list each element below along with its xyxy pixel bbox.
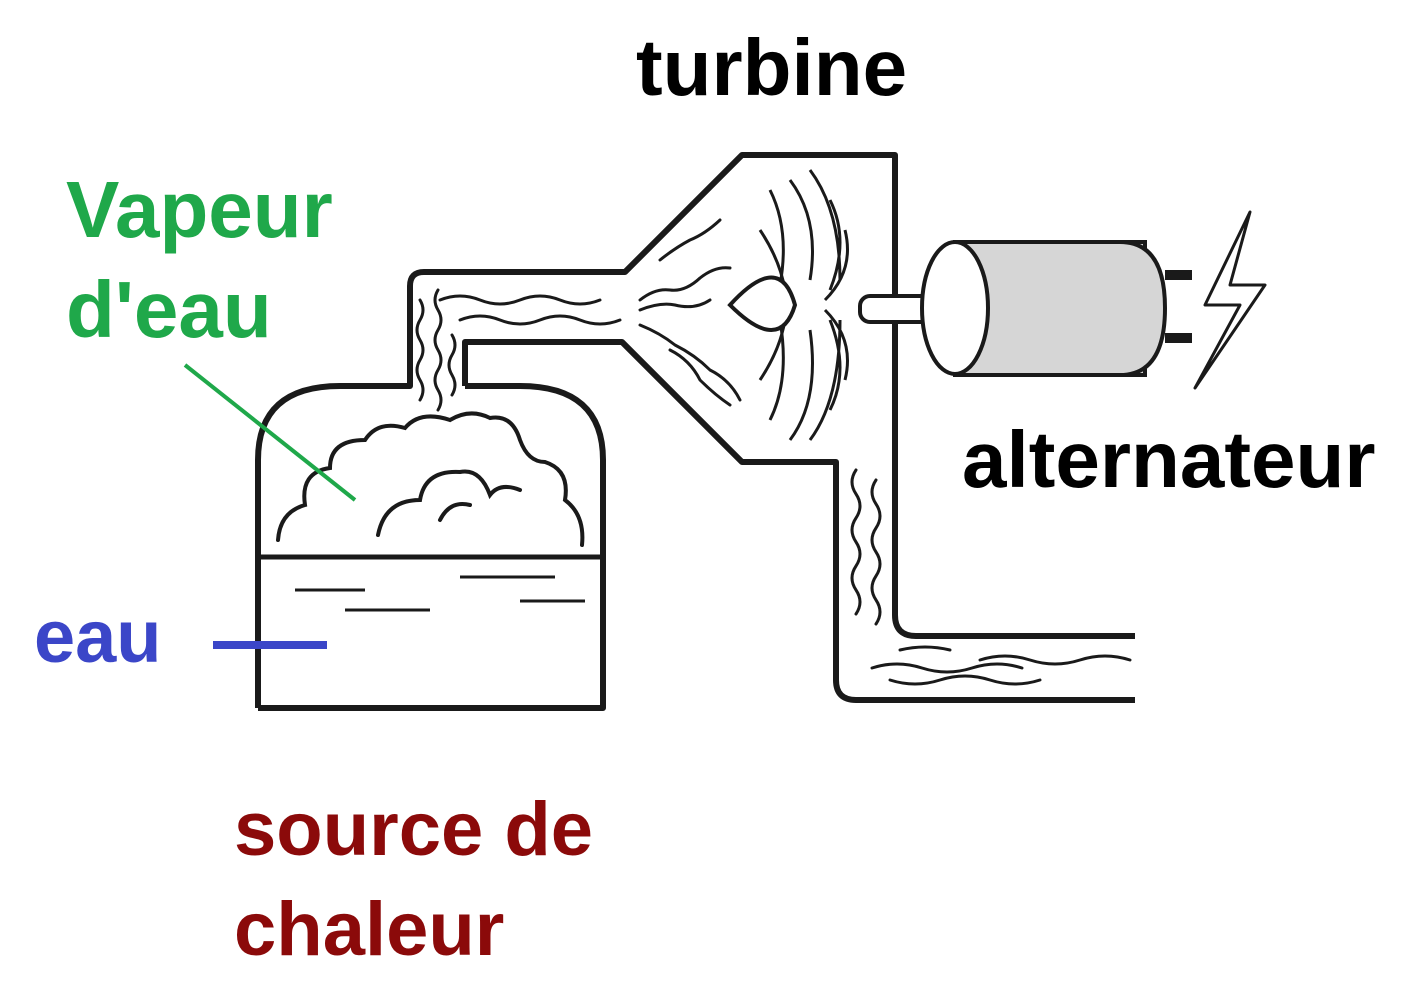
source-label: source de chaleur: [234, 780, 593, 980]
turbine-label: turbine: [636, 23, 908, 112]
alternateur-label: alternateur: [962, 415, 1376, 504]
eau-label: eau: [34, 595, 162, 678]
vapeur-label: Vapeur d'eau: [66, 160, 333, 360]
boiler-inner-wall: [462, 339, 1135, 703]
vapeur-leader-line: [183, 363, 357, 502]
alternator: [920, 240, 1192, 377]
turbine-hub: [727, 275, 798, 332]
boiler-right-wall: [258, 383, 606, 711]
vapeur-label-line2: d'eau: [66, 265, 272, 354]
steam-clouds: [276, 411, 585, 547]
turbine-wheel-icon: [727, 169, 849, 441]
boiler-vessel: [255, 152, 1135, 708]
steam-flow-lines: [415, 218, 1132, 686]
source-label-line1: source de: [234, 787, 594, 872]
lightning-bolt-icon: [1193, 210, 1267, 390]
source-label-line2: chaleur: [234, 887, 505, 972]
water-ripples: [295, 575, 585, 612]
vapeur-label-line1: Vapeur: [66, 165, 333, 254]
